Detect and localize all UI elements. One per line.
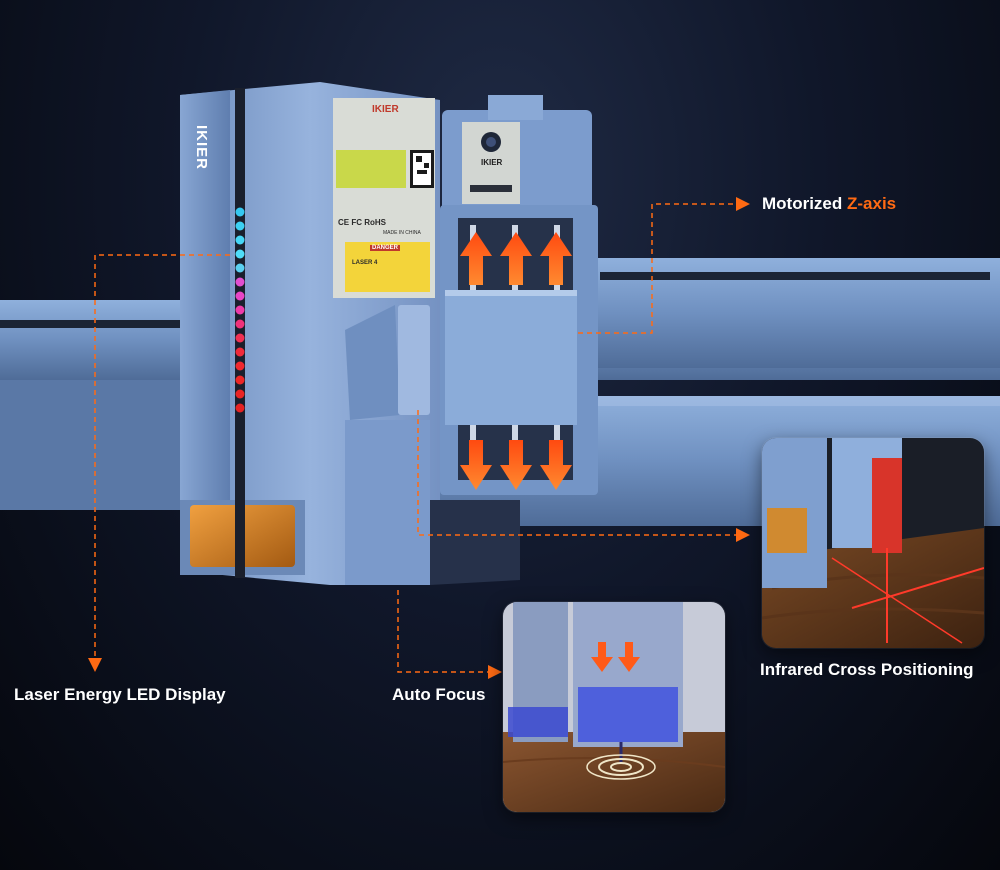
led-dot: [235, 347, 245, 357]
led-dot: [235, 263, 245, 273]
auto-focus-probe: [345, 305, 520, 585]
plate-danger: DANGER: [370, 245, 401, 251]
arrow-up-2: [500, 232, 532, 285]
led-dot: [235, 361, 245, 371]
plate-brand: IKIER: [372, 104, 399, 115]
arrowhead-led: [88, 658, 102, 672]
auto-focus-inset: [503, 602, 725, 812]
brand-logo-vertical: IKIER: [193, 125, 210, 171]
arrowhead-auto-focus: [488, 665, 502, 679]
callout-auto-focus: Auto Focus: [392, 685, 486, 704]
leader-z-axis: [578, 203, 738, 334]
z-axis-module: [440, 95, 598, 495]
leader-led: [94, 254, 230, 660]
plate-made-in: MADE IN CHINA: [383, 230, 421, 236]
callout-leaders: [94, 203, 738, 673]
led-dot: [235, 221, 245, 231]
arrowhead-infrared: [736, 528, 750, 542]
led-dot: [235, 249, 245, 259]
arrowhead-z-axis: [736, 197, 750, 211]
arrow-up-1: [460, 232, 492, 285]
callout-z-axis-accent: Z-axis: [847, 194, 897, 213]
led-dot: [235, 375, 245, 385]
led-dot: [235, 207, 245, 217]
led-dot: [235, 403, 245, 413]
leader-auto-focus: [397, 590, 490, 673]
arrow-down-3: [540, 440, 572, 490]
z-motion-arrows: [460, 232, 572, 490]
callout-arrowheads: [88, 197, 750, 679]
led-dot: [235, 333, 245, 343]
infrared-inset: [762, 438, 984, 648]
led-dot: [235, 305, 245, 315]
z-module-brand: IKIER: [481, 158, 503, 167]
callout-led-display: Laser Energy LED Display: [14, 685, 226, 704]
focus-arrow-1: [591, 642, 613, 672]
callout-z-axis-prefix: Motorized: [762, 194, 847, 213]
led-energy-display: [235, 207, 245, 413]
arrow-down-2: [500, 440, 532, 490]
callout-z-axis: Motorized Z-axis: [762, 194, 896, 214]
led-dot: [235, 277, 245, 287]
focus-arrow-2: [618, 642, 640, 672]
arrow-up-3: [540, 232, 572, 285]
arrow-down-1: [460, 440, 492, 490]
led-dot: [235, 291, 245, 301]
led-dot: [235, 235, 245, 245]
plate-laser-class: LASER 4: [352, 260, 378, 266]
product-label-plate: [333, 98, 435, 298]
callout-infrared: Infrared Cross Positioning: [760, 660, 974, 679]
led-dot: [235, 319, 245, 329]
plate-certs: CE FC RoHS: [338, 218, 386, 227]
led-dot: [235, 389, 245, 399]
